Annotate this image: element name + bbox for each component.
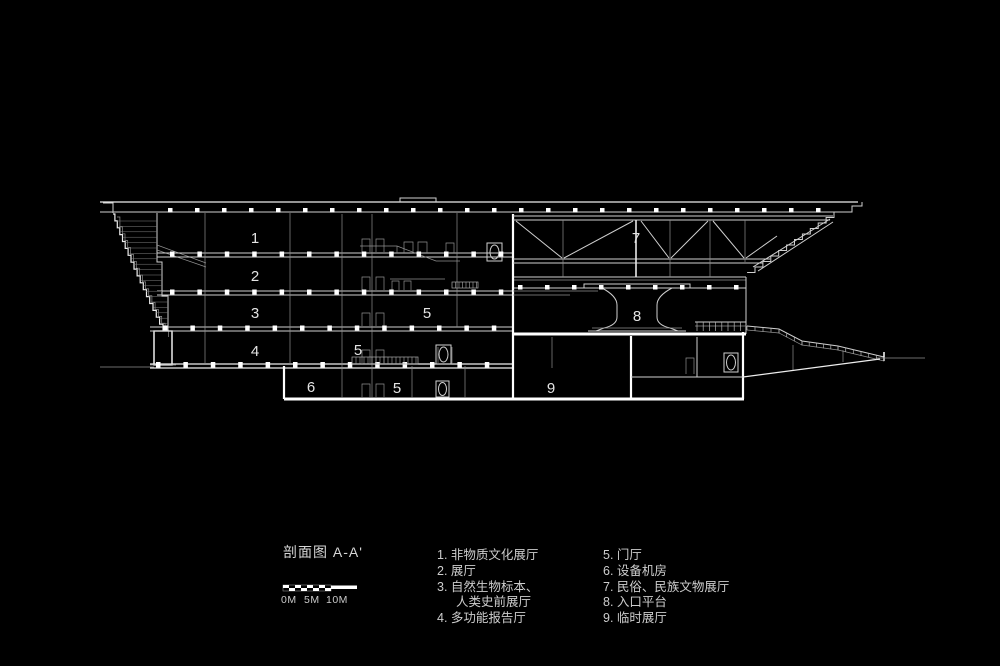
room-label-6: 6 xyxy=(307,379,315,396)
title-block: 剖面图 A-A' 0M 5M 10M xyxy=(281,544,363,606)
legend-item: 6. 设备机房 xyxy=(603,563,667,578)
scale-label-10m: 10M xyxy=(326,594,348,606)
scale-label-5m: 5M xyxy=(304,594,320,606)
legend-item: 1. 非物质文化展厅 xyxy=(437,547,538,562)
left-facade xyxy=(100,213,207,368)
columns xyxy=(204,213,553,398)
scale-bar xyxy=(282,584,357,592)
room-label-2: 2 xyxy=(251,268,259,285)
floor-slabs xyxy=(150,214,747,401)
roof xyxy=(100,197,863,213)
room-label-7: 7 xyxy=(632,230,640,247)
legend-item: 2. 展厅 xyxy=(437,564,476,578)
legend-item: 9. 临时展厅 xyxy=(603,611,667,625)
room-label-8: 8 xyxy=(633,308,641,325)
room-label-1: 1 xyxy=(251,230,259,247)
room-label-9: 9 xyxy=(547,380,555,397)
entrance-pedestal xyxy=(513,283,691,332)
legend: 1. 非物质文化展厅 2. 展厅 3. 自然生物标本、 人类史前展厅 4. 多功… xyxy=(437,547,729,625)
legend-item: 人类史前展厅 xyxy=(456,594,531,609)
legend-item: 4. 多功能报告厅 xyxy=(437,610,526,625)
railing-posts xyxy=(696,322,885,362)
facade-louvers xyxy=(117,220,168,330)
room-label-5a: 5 xyxy=(423,305,431,322)
ramp-and-railing xyxy=(695,321,925,378)
drawing-title: 剖面图 A-A' xyxy=(283,544,363,560)
room-label-3: 3 xyxy=(251,305,259,322)
roof-truss xyxy=(513,212,835,277)
legend-item: 3. 自然生物标本、 xyxy=(437,579,538,594)
room-number-labels: 1 2 3 4 5 5 5 6 7 8 9 xyxy=(251,230,641,397)
room-label-5b: 5 xyxy=(354,342,362,359)
legend-item: 5. 门厅 xyxy=(603,547,642,562)
legend-item: 7. 民俗、民族文物展厅 xyxy=(603,579,729,594)
room-label-5c: 5 xyxy=(393,380,401,397)
column-ticks xyxy=(156,208,821,368)
stair-hatching xyxy=(351,281,479,365)
scale-label-0m: 0M xyxy=(281,594,297,606)
room-label-4: 4 xyxy=(251,343,259,360)
legend-item: 8. 入口平台 xyxy=(603,594,667,609)
